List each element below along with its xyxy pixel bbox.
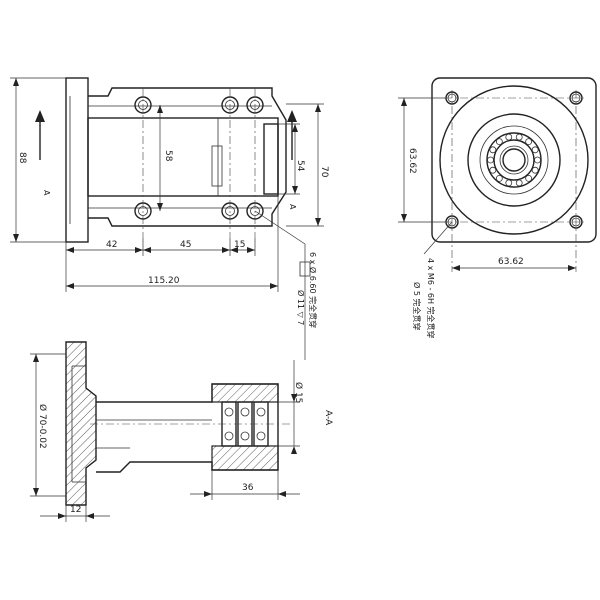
dim-42: 42 bbox=[106, 240, 117, 250]
hole-callout-line2: Ø 11 ▽ 7 bbox=[296, 290, 306, 325]
bearing-ball bbox=[489, 146, 497, 154]
side-callout-line2: Ø 5 完全贯穿 bbox=[412, 282, 422, 330]
side-dim-vertical: 63.62 bbox=[407, 148, 417, 174]
hole-callout-line1: 6 x Ø 6.60 完全贯穿 bbox=[308, 252, 318, 328]
bearing-ball bbox=[505, 133, 513, 141]
section-mark-right: A bbox=[288, 204, 297, 210]
section-view: Ø 70-0.02 Ø 15 36 12 A-A bbox=[30, 341, 333, 522]
bearing-ball bbox=[489, 166, 497, 174]
dim-15: 15 bbox=[234, 240, 245, 250]
dim-flange-dia: Ø 70-0.02 bbox=[37, 404, 48, 449]
dim-bore-dia: Ø 15 bbox=[293, 382, 304, 403]
dim-12: 12 bbox=[70, 505, 81, 515]
dim-70: 70 bbox=[319, 166, 329, 178]
section-arrow-right bbox=[287, 110, 297, 122]
bearing-ball bbox=[505, 179, 513, 187]
bearing-ball bbox=[495, 174, 503, 182]
bearing-ball bbox=[525, 138, 533, 146]
bearing-balls bbox=[487, 133, 541, 187]
dim-54: 54 bbox=[295, 160, 305, 172]
dim-height-88: 88 bbox=[17, 152, 27, 164]
bearing-ball bbox=[515, 179, 523, 187]
bearing-ball bbox=[515, 133, 523, 141]
bearing-ball bbox=[487, 156, 494, 164]
bearing-ball bbox=[534, 156, 541, 164]
section-mark-left: A bbox=[42, 190, 51, 196]
counterbore-symbol bbox=[299, 261, 311, 277]
side-dim-horizontal: 63.62 bbox=[498, 257, 524, 267]
bearing-ball bbox=[495, 138, 503, 146]
front-view: A A 88 58 54 70 bbox=[10, 77, 329, 360]
section-arrow-left bbox=[35, 110, 45, 122]
dim-58: 58 bbox=[163, 150, 173, 162]
section-label: A-A bbox=[323, 410, 333, 426]
dim-36: 36 bbox=[242, 483, 254, 493]
bearing-ball bbox=[531, 166, 539, 174]
side-view: 63.62 63.62 4 x M6 - 6H 完全贯穿 Ø 5 完全贯穿 bbox=[398, 77, 597, 339]
dim-45: 45 bbox=[180, 240, 191, 250]
dim-total: 115.20 bbox=[148, 276, 180, 286]
side-callout-line1: 4 x M6 - 6H 完全贯穿 bbox=[426, 258, 436, 339]
bearing-ball bbox=[531, 146, 539, 154]
bearing-ball bbox=[525, 174, 533, 182]
